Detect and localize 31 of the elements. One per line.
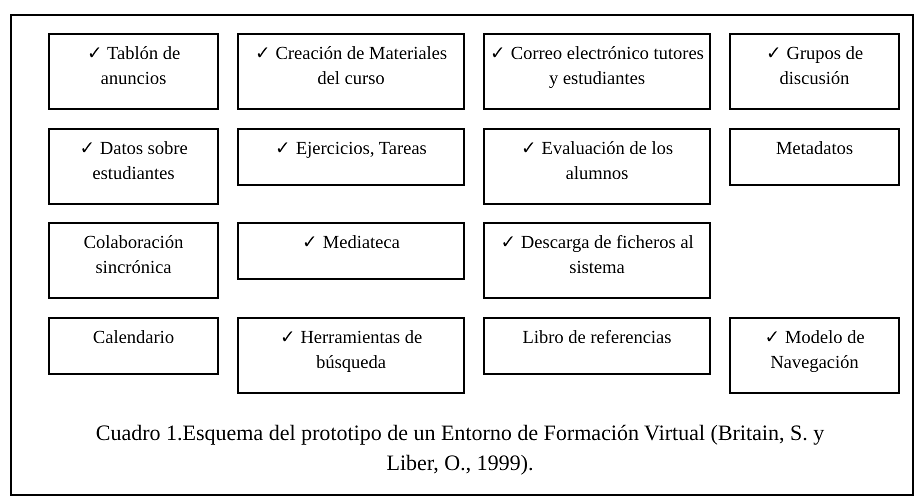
box-label: ✓ Mediateca (302, 232, 400, 255)
box-label: ✓ Ejercicios, Tareas (275, 138, 427, 161)
box-label: Libro de referencias (522, 327, 672, 350)
box-label: ✓ Datos sobre estudiantes (78, 138, 189, 186)
box-label: ✓ Herramientas de búsqueda (278, 327, 424, 375)
text-box (729, 33, 900, 110)
text-box (237, 222, 465, 280)
text-box (729, 317, 900, 394)
box-label: ✓ Creación de Materiales del curso (254, 43, 448, 91)
text-box (48, 222, 219, 299)
text-box (237, 317, 465, 394)
text-box (48, 128, 219, 205)
text-box (48, 33, 219, 110)
box-label: ✓ Evaluación de los alumnos (520, 138, 674, 186)
text-box (483, 317, 711, 375)
text-box (237, 128, 465, 186)
text-box (729, 128, 900, 186)
text-box (48, 317, 219, 375)
box-label: Colaboración sincrónica (82, 232, 184, 280)
box-label: Calendario (92, 327, 174, 350)
box-label: ✓ Grupos de discusión (764, 43, 864, 91)
box-label: Metadatos (776, 138, 854, 161)
box-label: ✓ Modelo de Navegación (763, 327, 866, 375)
box-label: ✓ Tablón de anuncios (86, 43, 182, 91)
text-box (483, 128, 711, 205)
box-label: ✓ Descarga de ficheros al sistema (499, 232, 695, 280)
box-label: ✓ Correo electrónico tutores y estudiantes (489, 43, 705, 91)
text-box (483, 222, 711, 299)
caption: Cuadro 1.Esquema del prototipo de un Entorno de Formación Virtual (Britain, S. y Liber, O., 1999). (94, 419, 826, 477)
text-box (237, 33, 465, 110)
text-box (483, 33, 711, 110)
